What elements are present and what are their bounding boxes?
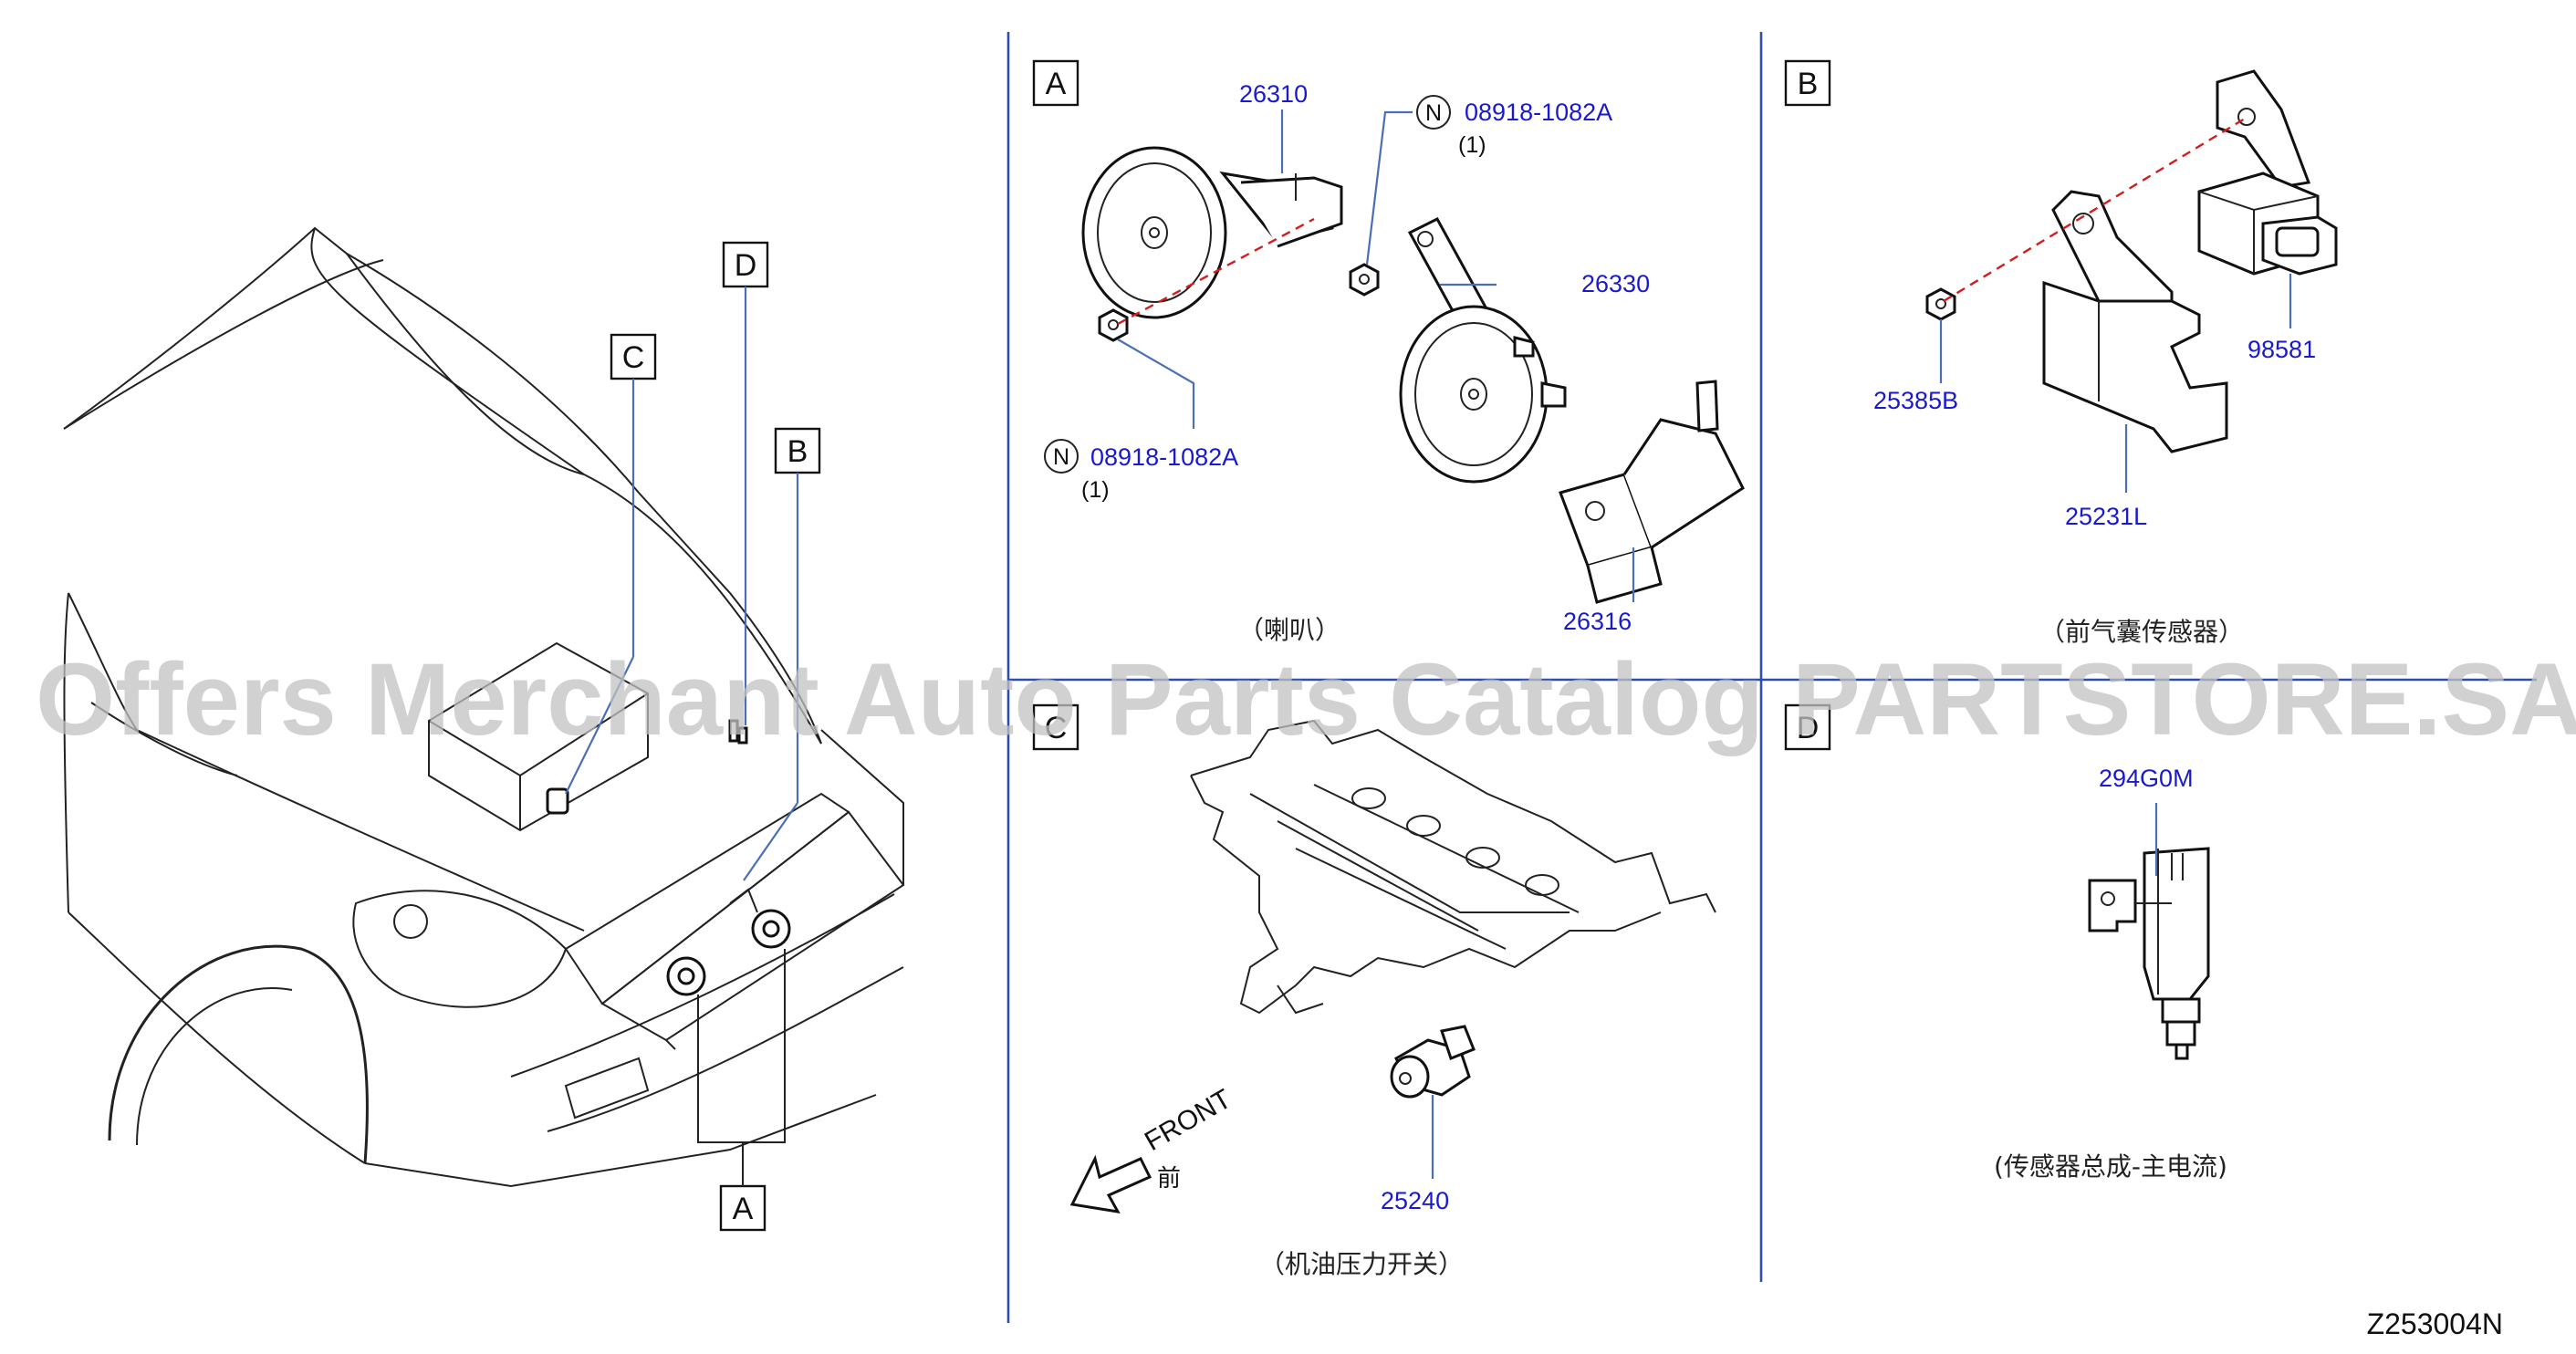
callout-box-b[interactable] — [774, 427, 821, 474]
qty-nut-top: (1) — [1458, 132, 1486, 158]
part-number-nut-left[interactable]: 08918-1082A — [1090, 443, 1238, 471]
panel-c-letter: C — [1045, 711, 1068, 745]
panel-c-label-box — [1032, 703, 1079, 751]
overview-callouts: D C B A — [565, 241, 821, 1232]
nut-symbol-top-label: N — [1425, 100, 1442, 126]
panel-a-label-box — [1032, 59, 1079, 107]
bracket-drawing — [1559, 380, 1745, 604]
nut-symbol-left — [1044, 439, 1079, 474]
panel-b-label-box — [1784, 59, 1831, 107]
part-number-oil-switch[interactable]: 25240 — [1381, 1187, 1449, 1214]
panel-b-caption: （前气囊传感器） — [2039, 617, 2244, 647]
panel-d-label-box — [1784, 703, 1831, 751]
panel-a-caption: （喇叭） — [1238, 615, 1340, 645]
engine-block-drawing — [1190, 719, 1716, 1015]
watermark-text: Offers Merchant Auto Parts Catalog PARTS… — [36, 642, 2576, 756]
panel-c: C 25240 FRONT 前 （机油 — [1032, 703, 1716, 1279]
airbag-bracket-drawing — [2042, 190, 2228, 453]
panel-d-caption: (传感器总成-主电流) — [1994, 1151, 2227, 1182]
panel-c-caption: （机油压力开关） — [1259, 1249, 1464, 1279]
part-number-horn-lower[interactable]: 26330 — [1581, 270, 1650, 297]
panel-b: B 25385B 98581 25231L — [1784, 59, 2338, 647]
car-overview-drawing — [63, 226, 905, 1188]
front-direction-arrow — [1069, 1154, 1152, 1213]
front-label: FRONT — [1140, 1084, 1236, 1157]
part-number-airbag-sensor[interactable]: 98581 — [2247, 336, 2316, 363]
front-label-cn: 前 — [1157, 1164, 1181, 1192]
part-number-current-sensor[interactable]: 294G0M — [2099, 765, 2194, 792]
part-number-airbag-bracket[interactable]: 25231L — [2065, 503, 2147, 530]
oil-switch-drawing — [1390, 1025, 1476, 1099]
current-sensor-drawing — [2088, 847, 2210, 1060]
callout-d-label: D — [735, 248, 757, 283]
panel-d: D 294G0M (传感器总成-主电流) — [1784, 703, 2227, 1182]
section-dividers — [1006, 32, 2537, 1323]
panel-b-letter: B — [1798, 67, 1819, 101]
nut-symbol-left-label: N — [1053, 444, 1069, 470]
horn-on-car — [666, 888, 791, 996]
horn-lower-drawing — [1399, 217, 1567, 484]
nut-left-drawing — [1098, 308, 1129, 342]
part-number-horn-upper[interactable]: 26310 — [1239, 80, 1308, 108]
callout-a-label: A — [733, 1192, 754, 1226]
panel-d-letter: D — [1797, 711, 1820, 745]
panel-a: A — [1032, 59, 1745, 645]
part-number-nut-top[interactable]: 08918-1082A — [1465, 99, 1612, 126]
qty-nut-left: (1) — [1081, 477, 1110, 503]
part-number-bracket[interactable]: 26316 — [1563, 608, 1632, 635]
panel-a-letter: A — [1046, 67, 1067, 101]
airbag-nut-drawing — [1925, 287, 1956, 321]
nut-symbol-top — [1416, 95, 1451, 130]
callout-c-label: C — [622, 340, 645, 375]
nut-top-drawing — [1349, 263, 1380, 297]
diagram-code: Z253004N — [2367, 1307, 2503, 1340]
sensor-drawing — [2197, 69, 2338, 276]
callout-b-label: B — [787, 434, 808, 469]
horn-upper-drawing — [1081, 146, 1343, 319]
part-number-airbag-nut[interactable]: 25385B — [1873, 387, 1958, 414]
